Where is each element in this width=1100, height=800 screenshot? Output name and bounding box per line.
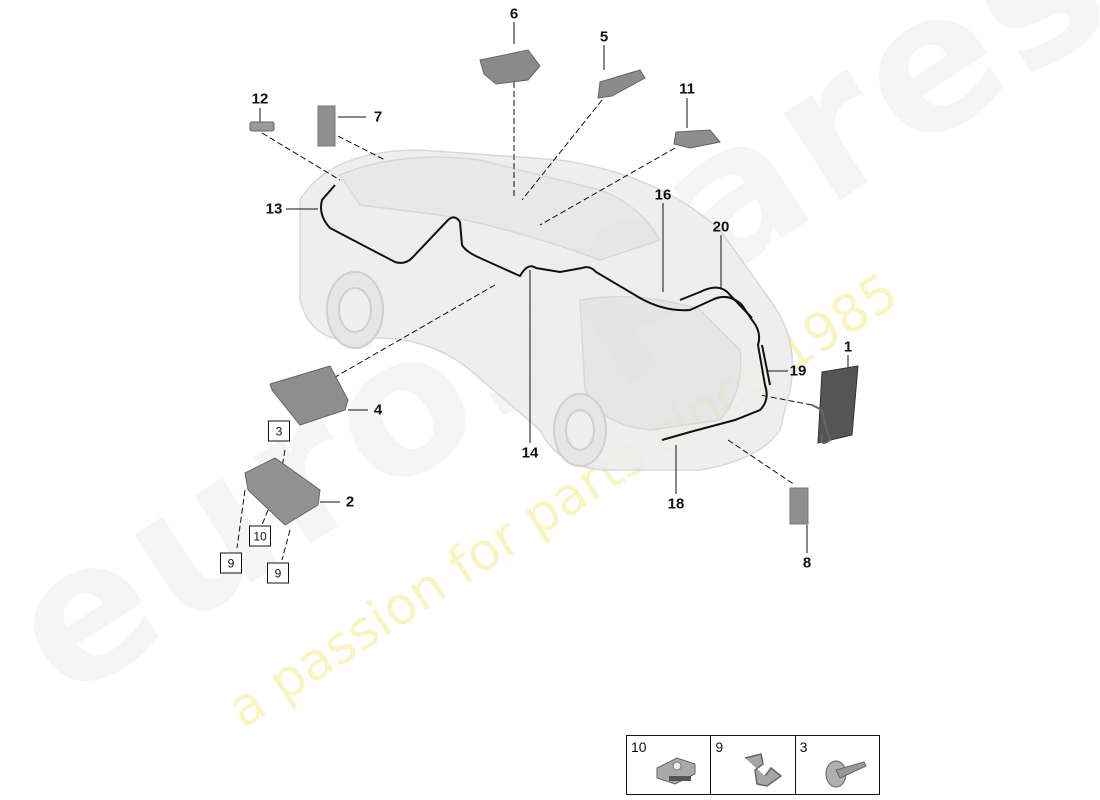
- fastener-legend: 10 9 3: [626, 735, 880, 795]
- boxed-callout-10: 10: [249, 525, 271, 547]
- legend-number: 3: [799, 739, 808, 755]
- part-5-bracket: [597, 69, 646, 99]
- callout-16: 16: [654, 186, 672, 204]
- legend-item-10: 10: [627, 736, 712, 794]
- part-6-bracket: [479, 49, 541, 85]
- part-2-mounting-bracket: [244, 457, 321, 526]
- callout-5: 5: [599, 28, 609, 46]
- flange-screw-icon: [825, 760, 867, 788]
- spring-clip-icon: [745, 753, 783, 787]
- callout-6: 6: [509, 5, 519, 23]
- part-4-control-unit: [269, 365, 349, 426]
- callout-18: 18: [667, 495, 685, 513]
- part-7-pad: [317, 105, 336, 147]
- part-8-pad: [789, 487, 809, 525]
- legend-number: 10: [631, 739, 647, 755]
- callout-2: 2: [345, 493, 355, 511]
- clip-nut-icon: [656, 757, 696, 785]
- callout-11: 11: [679, 80, 695, 98]
- part-11-module: [673, 129, 721, 149]
- callout-19: 19: [789, 362, 807, 380]
- legend-item-9: 9: [711, 736, 796, 794]
- boxed-callout-3: 3: [268, 420, 290, 442]
- callout-13: 13: [265, 200, 283, 218]
- part-1-antenna-amplifier: [817, 365, 859, 444]
- callout-7: 7: [373, 108, 383, 126]
- boxed-callout-9-left: 9: [220, 552, 242, 574]
- part-12-connector: [249, 121, 275, 132]
- callout-4: 4: [373, 401, 383, 419]
- legend-item-3: 3: [796, 736, 879, 794]
- callout-14: 14: [521, 444, 539, 462]
- callout-1: 1: [843, 338, 853, 356]
- boxed-callout-9-right: 9: [267, 562, 289, 584]
- callout-8: 8: [802, 554, 812, 572]
- callout-12: 12: [251, 90, 269, 108]
- legend-number: 9: [715, 739, 724, 755]
- callout-20: 20: [712, 218, 730, 236]
